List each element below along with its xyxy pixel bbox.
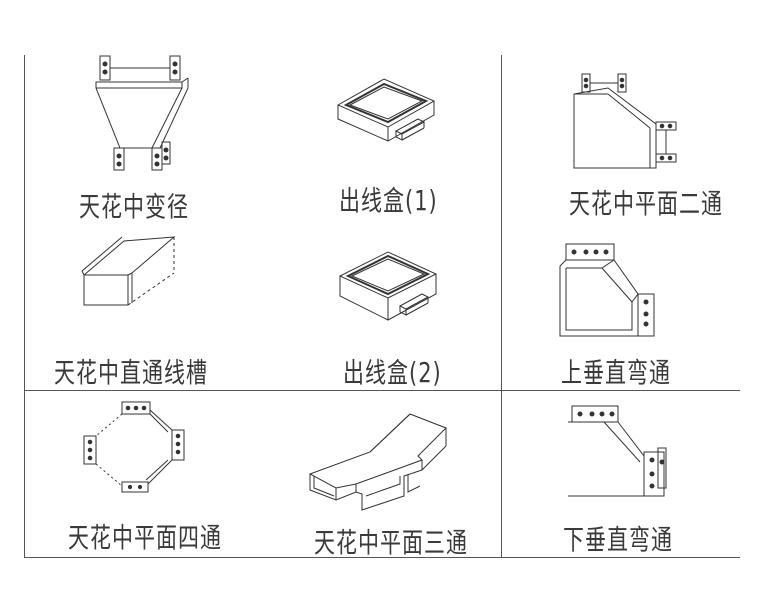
label-ceiling-flat-3way: 天花中平面三通	[314, 527, 468, 559]
label-lower-vertical-bend: 下垂直弯通	[563, 524, 673, 556]
label-outlet-box-2: 出线盒(2)	[343, 357, 442, 389]
outlet-box-2-drawing	[334, 248, 444, 328]
lower-vertical-bend-drawing	[564, 402, 676, 502]
label-ceiling-straight-trunking: 天花中直通线槽	[54, 357, 208, 389]
ceiling-flat-3way-drawing	[306, 410, 451, 520]
ceiling-flat-2way-drawing	[570, 70, 690, 176]
outlet-box-1-drawing	[334, 75, 444, 155]
grid-vertical-divider	[501, 55, 502, 558]
label-ceiling-flat-2way: 天花中平面二通	[569, 188, 723, 220]
upper-vertical-bend-drawing	[556, 240, 676, 340]
label-outlet-box-1: 出线盒(1)	[339, 185, 438, 217]
label-ceiling-reducer: 天花中变径	[79, 191, 189, 223]
label-ceiling-flat-4way: 天花中平面四通	[68, 522, 222, 554]
ceiling-straight-trunking-drawing	[78, 233, 188, 313]
grid-bottom-border	[24, 557, 740, 558]
ceiling-flat-4way-drawing	[80, 400, 190, 495]
ceiling-reducer-drawing	[90, 52, 200, 180]
label-upper-vertical-bend: 上垂直弯通	[561, 357, 671, 389]
grid-left-border	[24, 55, 25, 558]
grid-horizontal-divider	[24, 390, 740, 391]
